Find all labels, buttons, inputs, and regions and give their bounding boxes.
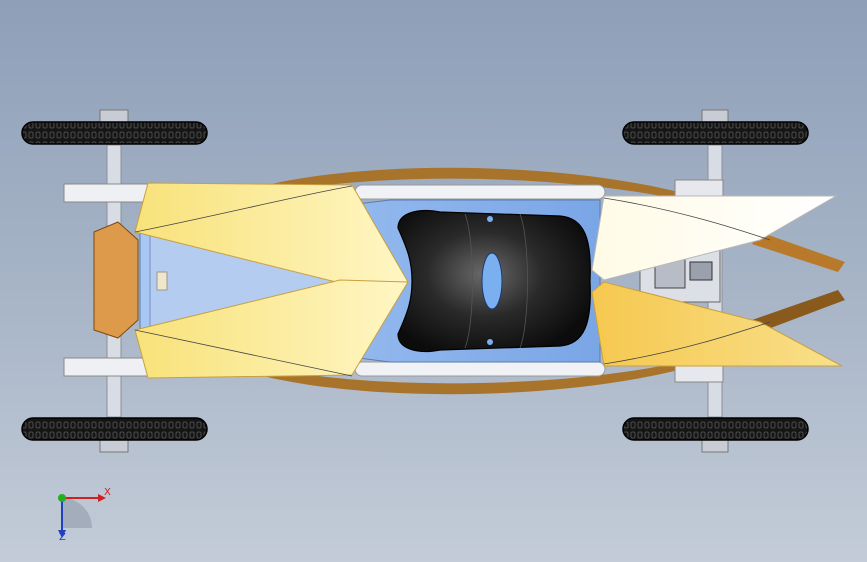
axis-triad-icon [58, 494, 106, 538]
axis-z-label: Z [59, 532, 66, 543]
frame-rails [255, 167, 845, 395]
wheels [21, 121, 809, 441]
wheel-rear-left [622, 121, 809, 145]
wheel-front-left [21, 121, 208, 145]
wheel-rear-right [622, 417, 809, 441]
nose-cone [93, 221, 139, 339]
front-body-panels [134, 182, 409, 379]
axis-x-label: X [104, 487, 111, 498]
rear-body-panels [591, 195, 843, 367]
side-tubes [354, 184, 606, 377]
wheel-front-right [21, 417, 208, 441]
driver-seat [397, 209, 591, 353]
